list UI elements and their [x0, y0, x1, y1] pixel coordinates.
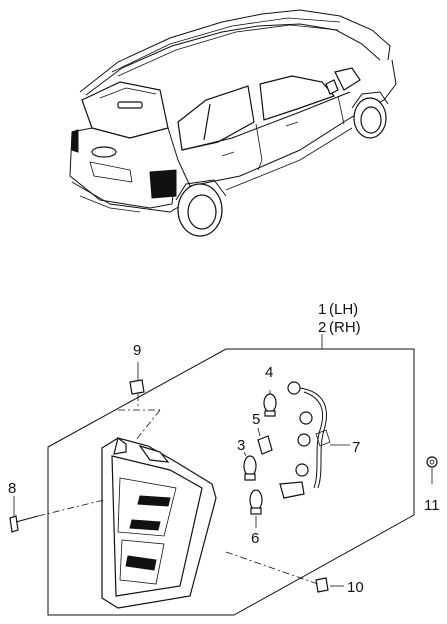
callout-8: 8 [8, 480, 16, 497]
bulb-part-4 [263, 393, 277, 417]
assembly-frame [47, 334, 415, 616]
nut-part-11 [426, 456, 438, 484]
callout-2-side: (RH) [329, 319, 361, 336]
bulb-part-3 [243, 455, 257, 481]
grommet-part-10 [225, 551, 329, 593]
vehicle-illustration [69, 9, 397, 237]
callout-3: 3 [237, 437, 245, 454]
callout-2: 2 [318, 319, 326, 336]
screw-part-8 [9, 499, 105, 533]
bulb-part-5 [257, 435, 273, 455]
clip-part-9 [118, 379, 161, 441]
callout-11: 11 [424, 497, 440, 514]
callout-10: 10 [347, 579, 364, 596]
tail-lamp-housing [101, 436, 217, 609]
callout-1: 1 [318, 301, 326, 318]
callout-6: 6 [251, 530, 259, 547]
callout-9: 9 [133, 342, 141, 359]
callout-7: 7 [352, 439, 360, 456]
callout-4: 4 [265, 364, 273, 381]
wiring-harness-part-7 [279, 381, 350, 499]
bulb-part-6 [249, 489, 263, 515]
callout-5: 5 [252, 411, 260, 428]
callout-1-side: (LH) [329, 301, 358, 318]
